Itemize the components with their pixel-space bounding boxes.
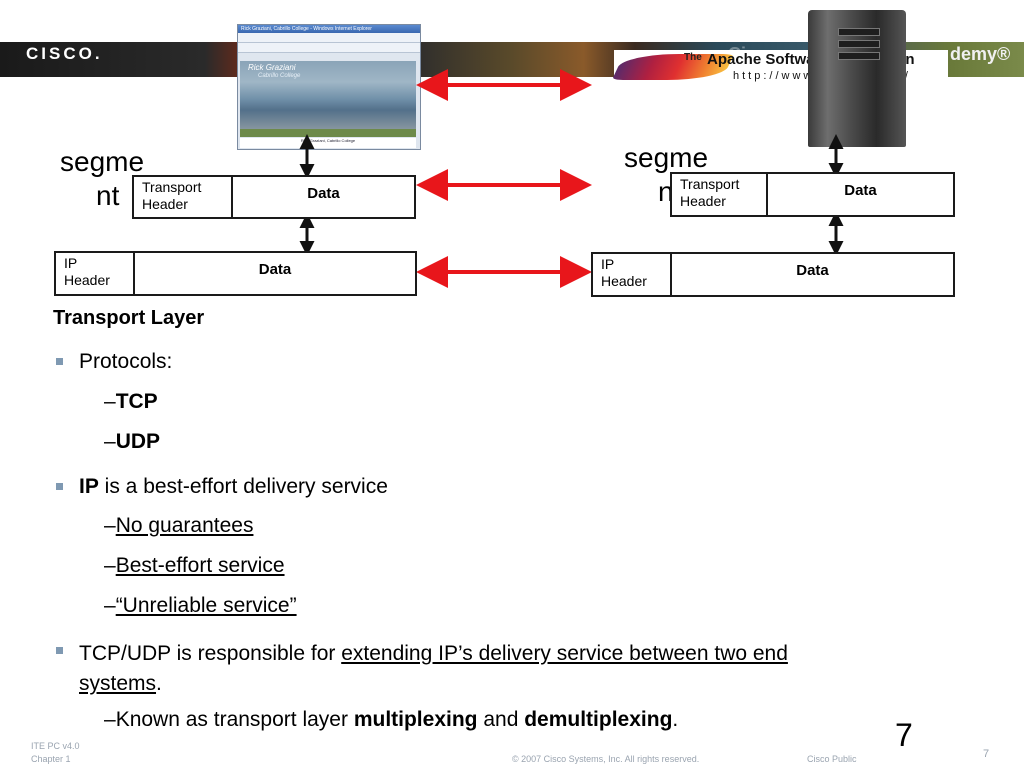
tcpudp-underlined-1: extending IP’s delivery service between … [341, 642, 788, 665]
ip-bold-text: IP [79, 475, 99, 498]
footer-chapter: Chapter 1 [31, 754, 71, 764]
browser-hero-title: Rick Graziani [248, 63, 296, 72]
segment-data: Data [307, 185, 340, 202]
server-drive-bay [838, 52, 880, 60]
ip-header-line2: Header [64, 272, 110, 288]
right-ip-packet: IP Header Data [591, 252, 955, 297]
tcpudp-prefix: TCP/UDP is responsible for [79, 642, 342, 665]
udp-text: UDP [115, 430, 161, 453]
subbullet-best-effort: –Best-effort service [104, 554, 285, 577]
and-text: and [477, 708, 525, 731]
left-segment-label: segme nt [60, 145, 144, 213]
ip-header-line2: Header [601, 273, 647, 289]
bullet-marker [56, 358, 63, 365]
packet-data: Data [796, 262, 829, 279]
footer-course: ITE PC v4.0 [31, 741, 80, 751]
known-suffix: . [672, 708, 679, 731]
tcp-text: TCP [115, 390, 158, 413]
subbullet-tcp: –TCP [104, 390, 158, 413]
ip-header-line1: IP [64, 255, 78, 271]
left-segment-label-line1: segme [60, 146, 145, 177]
demultiplexing-text: demultiplexing [524, 708, 673, 731]
packet-data: Data [258, 261, 292, 278]
multiplexing-text: multiplexing [353, 708, 478, 731]
browser-titlebar: Rick Graziani, Cabrillo College - Window… [238, 25, 420, 33]
page-number-large: 7 [895, 717, 913, 753]
ip-header-line1: IP [601, 256, 615, 272]
transport-header-line2: Header [142, 196, 188, 212]
apache-logo-the: The [684, 52, 702, 63]
known-prefix: Known as transport layer [115, 708, 354, 731]
browser-toolbar [238, 33, 420, 43]
right-segment-label-line1: segme [624, 142, 709, 173]
ip-rest-text: is a best-effort delivery service [98, 475, 388, 498]
bullet-marker [56, 647, 63, 654]
segment-data: Data [844, 182, 877, 199]
footer-classification: Cisco Public [807, 754, 857, 764]
ip-header: IP Header [593, 254, 672, 295]
subbullet-no-guarantees: –No guarantees [104, 514, 254, 537]
bullet-marker [56, 483, 63, 490]
browser-nav-row [240, 129, 416, 137]
browser-toolbar-2 [238, 43, 420, 53]
server-tower-icon [808, 10, 906, 147]
unreliable-text: “Unreliable service” [115, 594, 297, 617]
transport-header-line1: Transport [680, 176, 740, 192]
right-segment-label: segme nt [624, 141, 708, 209]
tcpudp-suffix: . [156, 672, 162, 695]
ip-header: IP Header [56, 253, 135, 294]
footer-page-number: 7 [983, 748, 990, 760]
server-drive-bay [838, 40, 880, 48]
bullet-tcpudp: TCP/UDP is responsible for extending IP’… [79, 639, 959, 699]
arrows-layer [299, 69, 844, 288]
best-effort-text: Best-effort service [115, 554, 285, 577]
transport-header-line2: Header [680, 193, 726, 209]
transport-header-line1: Transport [142, 179, 202, 195]
browser-footer: Rick Graziani, Cabrillo College [240, 138, 416, 148]
bullet-protocols: Protocols: [79, 350, 173, 373]
browser-screenshot: Rick Graziani, Cabrillo College - Window… [237, 24, 421, 150]
footer-copyright: © 2007 Cisco Systems, Inc. All rights re… [512, 754, 700, 764]
transport-header: Transport Header [134, 177, 233, 217]
no-guarantees-text: No guarantees [115, 514, 254, 537]
left-segment-label-line2: nt [96, 180, 120, 211]
subbullet-unreliable: –“Unreliable service” [104, 594, 297, 617]
left-transport-segment: Transport Header Data [132, 175, 416, 219]
server-drive-bay [838, 28, 880, 36]
transport-header: Transport Header [672, 174, 768, 215]
subbullet-multiplexing: –Known as transport layer multiplexing a… [104, 708, 679, 731]
browser-hero-subtitle: Cabrillo College [258, 73, 301, 79]
cisco-logo: CISCO. [26, 44, 103, 63]
slide-title: Transport Layer [53, 307, 205, 329]
academy-logo-fragment: demy® [950, 44, 1011, 64]
right-transport-segment: Transport Header Data [670, 172, 955, 217]
subbullet-udp: –UDP [104, 430, 161, 453]
bullet-ip: IP is a best-effort delivery service [79, 475, 388, 499]
browser-hero-image [240, 61, 416, 131]
tcpudp-underlined-2: systems [79, 672, 157, 695]
left-ip-packet: IP Header Data [54, 251, 417, 296]
